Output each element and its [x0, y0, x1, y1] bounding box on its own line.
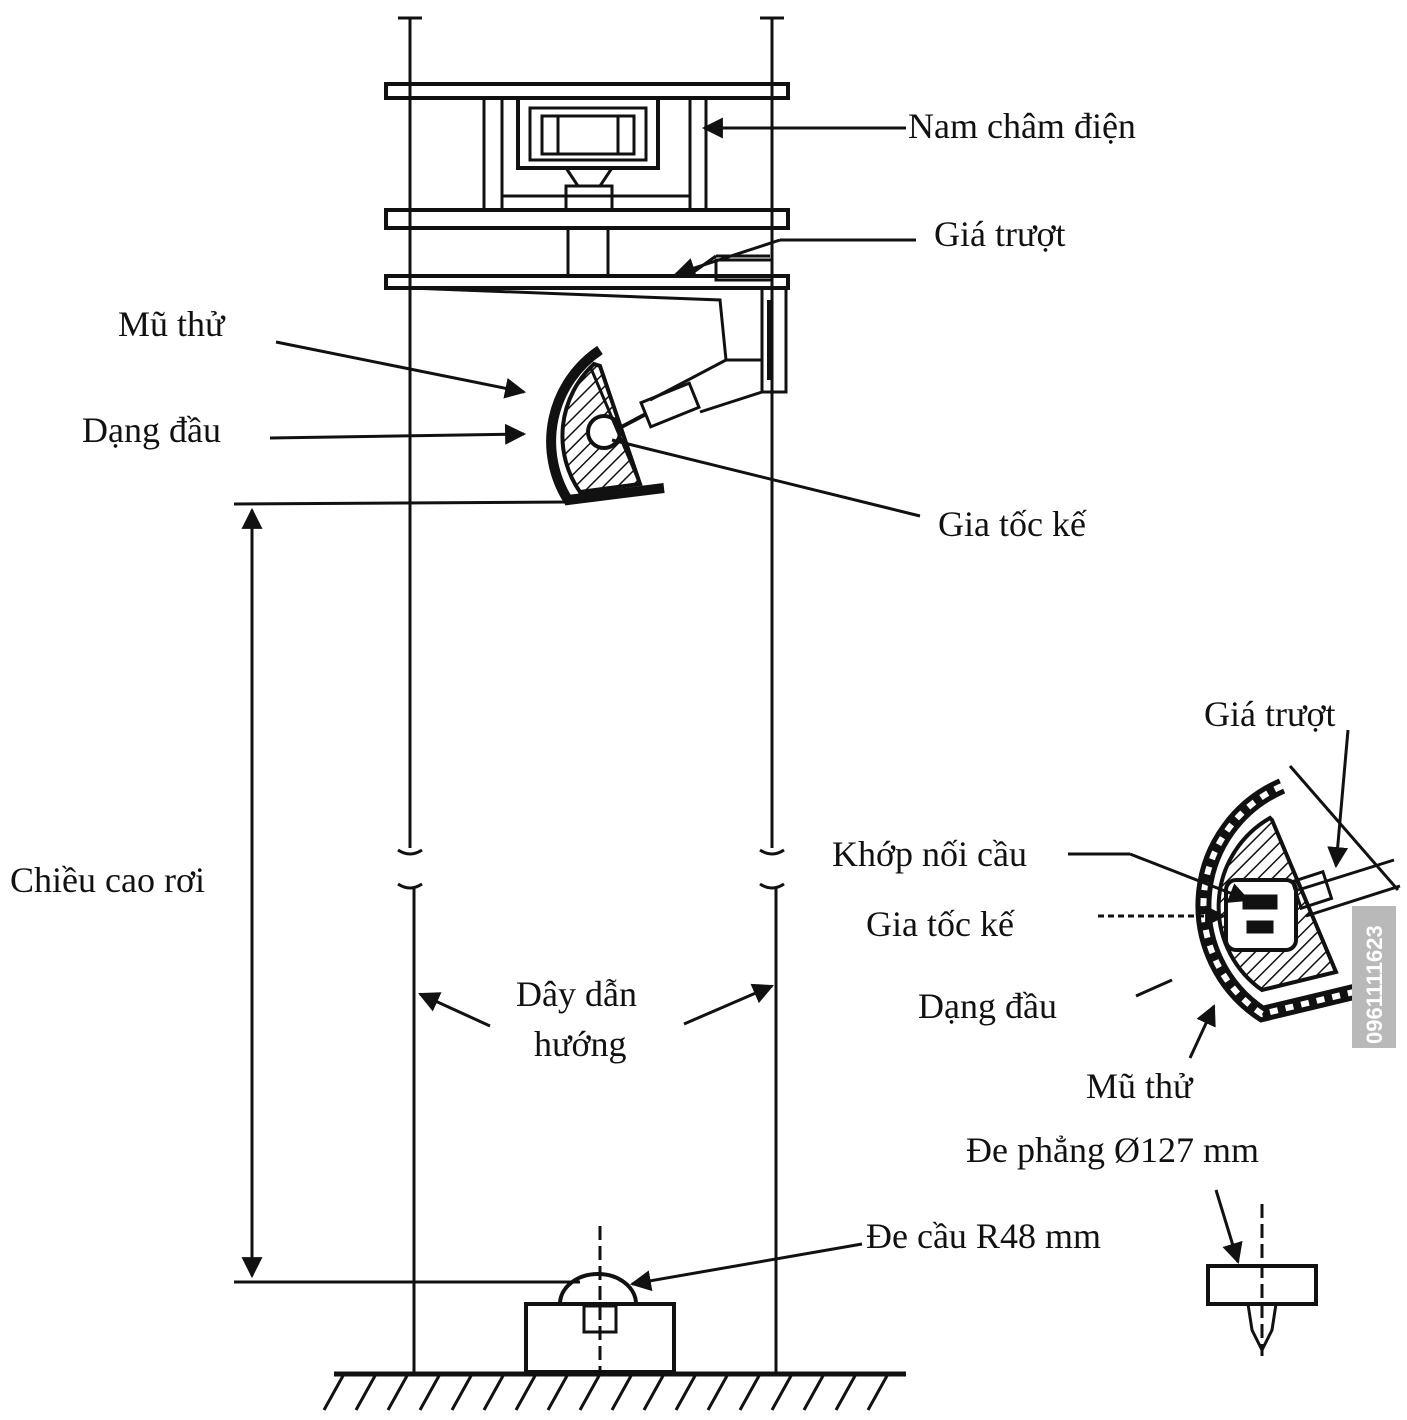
electromagnet	[384, 82, 790, 230]
helmet-detail	[1195, 765, 1401, 1023]
test-rig	[233, 16, 1401, 1411]
label-mu-thu-detail: Mũ thử	[1086, 1066, 1194, 1106]
label-gia-truot: Giá trượt	[934, 214, 1066, 254]
label-gia-toc-ke: Gia tốc kế	[938, 504, 1087, 544]
watermark-background	[1352, 906, 1396, 1048]
label-mu-thu: Mũ thử	[118, 304, 226, 344]
hemispherical-anvil	[524, 1226, 676, 1374]
label-day-dan-huong-line1: Dây dẫn	[516, 974, 637, 1014]
leader-lines	[269, 117, 1350, 1292]
label-dang-dau: Dạng đầu	[82, 410, 221, 450]
label-chieu-cao-roi: Chiều cao rơi	[10, 860, 205, 900]
ground-hatching	[322, 1371, 906, 1411]
helmet-assembly-main	[546, 345, 665, 506]
label-day-dan-huong-line2: hướng	[534, 1024, 627, 1064]
watermark: 0961111623	[1352, 906, 1396, 1048]
labels: Nam châm điện Giá trượt Mũ thử Dạng đầu …	[10, 106, 1336, 1256]
label-nam-cham-dien: Nam châm điện	[908, 106, 1136, 146]
drop-height-dimension	[233, 500, 580, 1284]
guide-wire-right	[759, 18, 785, 1372]
guide-wire-left	[397, 18, 423, 1372]
flat-anvil-detail	[1206, 1204, 1318, 1356]
watermark-text: 0961111623	[1362, 925, 1387, 1044]
label-dang-dau-detail: Dạng đầu	[918, 986, 1057, 1026]
sliding-carriage	[384, 228, 790, 434]
label-de-cau: Đe cầu R48 mm	[866, 1216, 1101, 1256]
label-khop-noi-cau: Khớp nối cầu	[832, 834, 1027, 874]
label-de-phang: Đe phẳng Ø127 mm	[966, 1130, 1259, 1170]
label-gia-toc-ke-detail: Gia tốc kế	[866, 904, 1015, 944]
label-gia-truot-detail: Giá trượt	[1204, 694, 1336, 734]
